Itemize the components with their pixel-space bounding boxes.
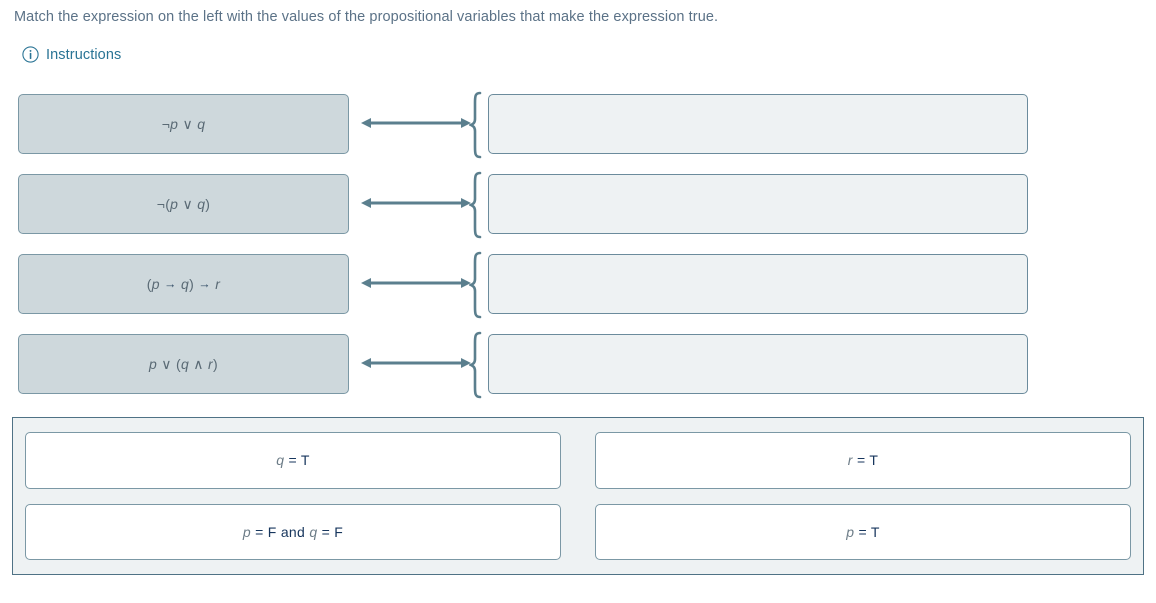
expression-tile[interactable]: p ∨ (q ∧ r) (18, 334, 349, 394)
answer-bank: q = T r = T p = F and q = F p = T (12, 417, 1144, 575)
answer-tile-label: p = F and q = F (242, 523, 344, 540)
drop-zone[interactable] (488, 334, 1028, 394)
double-arrow-icon (361, 118, 471, 128)
expression-text: p ∨ (q ∧ r) (149, 355, 218, 372)
answer-tile-label: r = T (847, 452, 879, 469)
double-arrow-icon (361, 278, 471, 288)
expression-tile[interactable]: (p → q) → r (18, 254, 349, 314)
match-row: ¬(p ∨ q) (0, 171, 1156, 239)
answer-tile-label: q = T (276, 452, 310, 469)
info-circle-icon-svg (22, 46, 39, 63)
double-arrow-icon (361, 358, 471, 368)
left-curly-brace-icon (469, 171, 482, 239)
answer-tile[interactable]: p = F and q = F (25, 503, 561, 560)
expression-text: ¬p ∨ q (161, 115, 206, 132)
page-title: Match the expression on the left with th… (14, 9, 719, 25)
match-row: (p → q) → r (0, 251, 1156, 319)
answer-tile[interactable]: p = T (595, 503, 1131, 560)
match-row: p ∨ (q ∧ r) (0, 331, 1156, 399)
match-row: ¬p ∨ q (0, 91, 1156, 159)
expression-tile[interactable]: ¬(p ∨ q) (18, 174, 349, 234)
expression-text: (p → q) → r (146, 276, 221, 292)
row-connector (361, 91, 482, 159)
left-curly-brace-icon (469, 91, 482, 159)
instructions-label: Instructions (46, 46, 122, 63)
drop-zone[interactable] (488, 174, 1028, 234)
drop-zone[interactable] (488, 254, 1028, 314)
expression-tile[interactable]: ¬p ∨ q (18, 94, 349, 154)
answer-tile-label: p = T (846, 523, 880, 540)
matching-area: ¬p ∨ q ¬(p ∨ q) (0, 91, 1156, 414)
double-arrow-icon (361, 198, 471, 208)
instructions-link[interactable]: Instructions (22, 46, 121, 63)
answer-tile[interactable]: q = T (25, 432, 561, 489)
row-connector (361, 331, 482, 399)
info-circle-icon (22, 46, 39, 63)
answer-tile[interactable]: r = T (595, 432, 1131, 489)
row-connector (361, 171, 482, 239)
expression-text: ¬(p ∨ q) (156, 195, 211, 212)
drop-zone[interactable] (488, 94, 1028, 154)
left-curly-brace-icon (469, 331, 482, 399)
row-connector (361, 251, 482, 319)
left-curly-brace-icon (469, 251, 482, 319)
